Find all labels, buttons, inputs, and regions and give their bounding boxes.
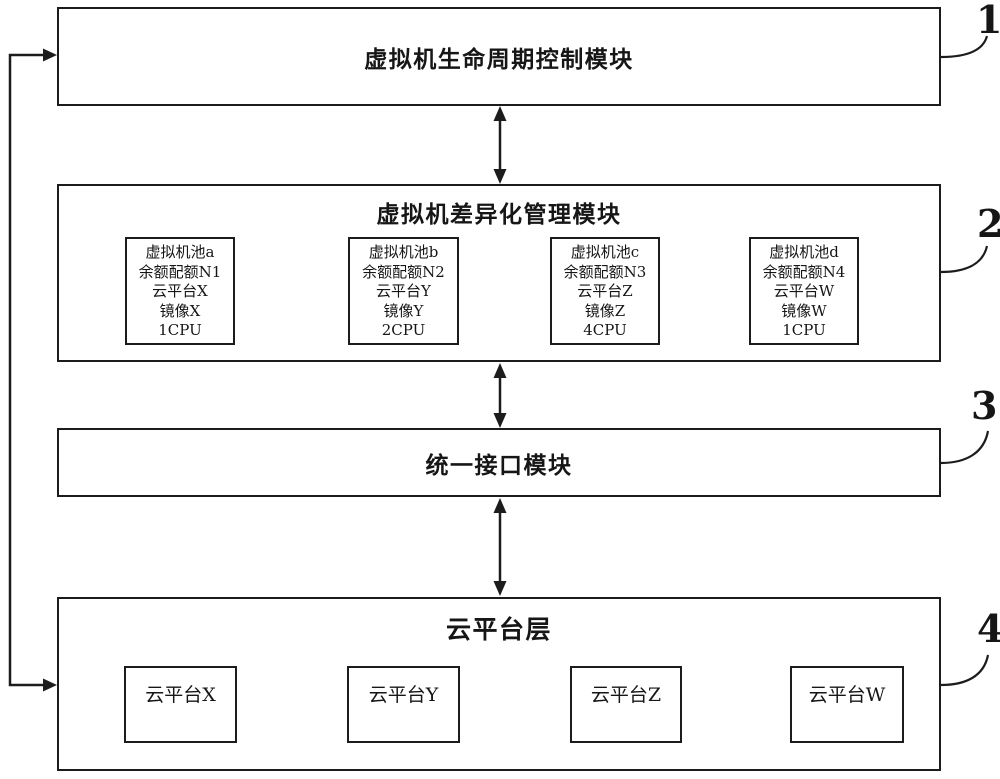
- left-feedback-line: [8, 48, 57, 692]
- pool-c-cloud: 云平台Z: [577, 282, 633, 300]
- pool-b-cpu: 2CPU: [381, 321, 426, 339]
- vm-pool-c-box: 虚拟机池c 余额配额N3 云平台Z 镜像Z 4CPU: [550, 237, 660, 345]
- ref-numeral-3: 3: [971, 383, 998, 428]
- pool-a-cpu: 1CPU: [158, 321, 202, 339]
- arrow-module3-module4: [493, 498, 507, 596]
- module-cloud-layer-title: 云平台层: [445, 615, 552, 644]
- cloud-platform-y-label: 云平台Y: [368, 684, 439, 706]
- pool-c-image: 镜像Z: [584, 301, 626, 320]
- cloud-platform-x-label: 云平台X: [145, 684, 216, 706]
- vm-pool-d-box: 虚拟机池d 余额配额N4 云平台W 镜像W 1CPU: [749, 237, 859, 345]
- leader-line-2: [940, 245, 989, 274]
- pool-c-cpu: 4CPU: [583, 321, 627, 339]
- leader-line-3: [940, 430, 990, 465]
- module-cloud-layer-box: 云平台层 云平台X 云平台Y 云平台Z 云平台W: [57, 597, 941, 771]
- pool-d-image: 镜像W: [781, 301, 827, 320]
- cloud-platform-z-box: 云平台Z: [570, 666, 682, 743]
- pool-d-cloud: 云平台W: [773, 282, 835, 300]
- cloud-platform-w-label: 云平台W: [808, 684, 886, 706]
- module-interface-box: 统一接口模块: [57, 428, 941, 497]
- pool-b-image: 镜像Y: [383, 301, 424, 320]
- pool-a-image: 镜像X: [159, 301, 201, 320]
- leader-line-4: [940, 654, 990, 687]
- pool-a-cloud: 云平台X: [152, 282, 208, 300]
- vm-pool-a-box: 虚拟机池a 余额配额N1 云平台X 镜像X 1CPU: [125, 237, 235, 345]
- pool-a-name: 虚拟机池a: [145, 243, 215, 261]
- pool-c-quota: 余额配额N3: [563, 262, 647, 281]
- cloud-platform-z-label: 云平台Z: [590, 684, 662, 706]
- pool-b-name: 虚拟机池b: [368, 243, 439, 261]
- cloud-platform-w-box: 云平台W: [790, 666, 904, 743]
- pool-c-name: 虚拟机池c: [570, 243, 640, 261]
- module-lifecycle-title: 虚拟机生命周期控制模块: [364, 46, 634, 73]
- module-differentiation-box: 虚拟机差异化管理模块 虚拟机池a 余额配额N1 云平台X 镜像X 1CPU 虚拟…: [57, 184, 941, 362]
- cloud-platform-y-box: 云平台Y: [347, 666, 460, 743]
- pool-a-quota: 余额配额N1: [138, 262, 222, 281]
- pool-d-name: 虚拟机池d: [769, 243, 839, 261]
- arrow-module2-module3: [493, 363, 507, 428]
- pool-b-quota: 余额配额N2: [362, 262, 445, 281]
- pool-d-quota: 余额配额N4: [762, 262, 846, 281]
- module-differentiation-title: 虚拟机差异化管理模块: [376, 202, 622, 228]
- module-interface-title: 统一接口模块: [425, 452, 573, 479]
- cloud-platform-x-box: 云平台X: [124, 666, 237, 743]
- vm-pool-b-box: 虚拟机池b 余额配额N2 云平台Y 镜像Y 2CPU: [348, 237, 459, 345]
- ref-numeral-2: 2: [977, 201, 1000, 246]
- arrow-module1-module2: [493, 106, 507, 184]
- ref-numeral-4: 4: [977, 606, 1000, 651]
- ref-numeral-1: 1: [976, 0, 1000, 42]
- module-lifecycle-box: 虚拟机生命周期控制模块: [57, 7, 941, 106]
- pool-b-cloud: 云平台Y: [376, 282, 431, 300]
- pool-d-cpu: 1CPU: [782, 321, 826, 339]
